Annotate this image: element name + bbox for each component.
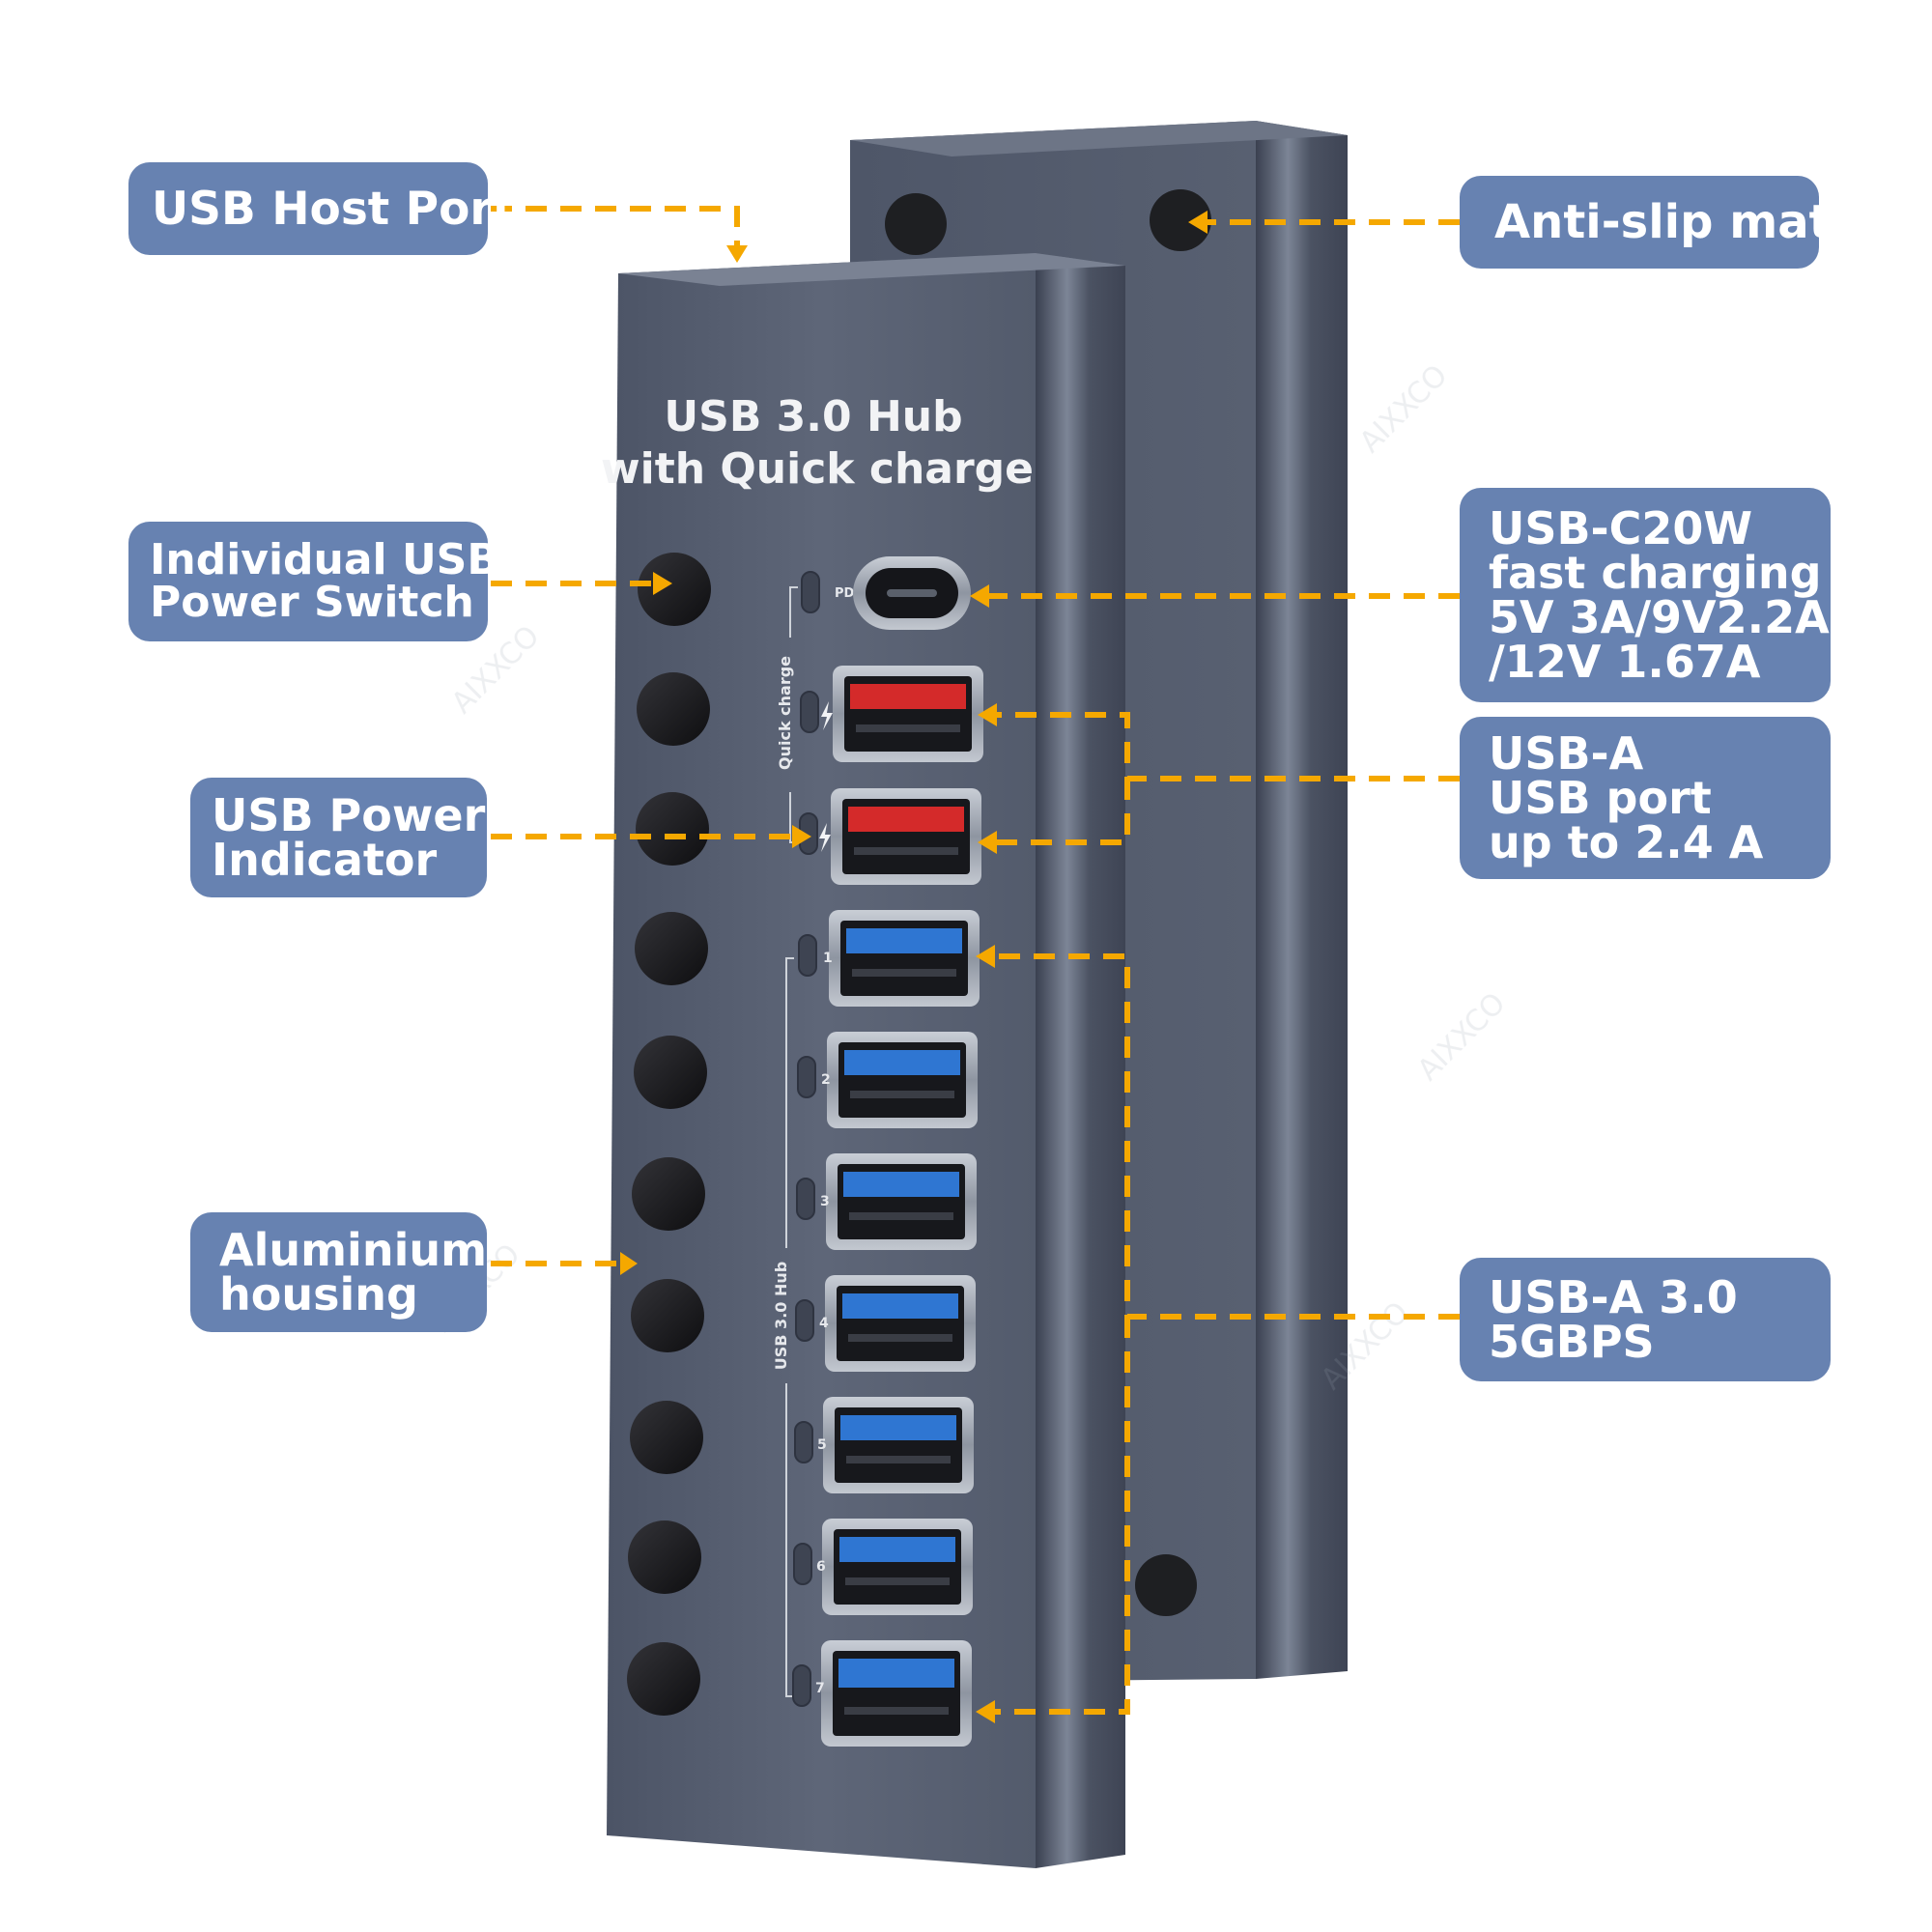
callout-text: USB Host Port xyxy=(152,182,515,236)
power-indicator-led xyxy=(794,1421,813,1463)
port-number: 4 xyxy=(819,1316,829,1331)
callout-usb-host-port: USB Host Port xyxy=(128,162,515,255)
callout-text: 5GBPS xyxy=(1489,1316,1655,1368)
callout-text: USB-A 3.0 xyxy=(1489,1271,1738,1323)
port-number: 3 xyxy=(820,1194,830,1209)
watermark: AIXXCO xyxy=(1411,986,1513,1088)
power-indicator-led xyxy=(797,1056,816,1098)
power-indicator-led xyxy=(792,1664,811,1707)
quick-charge-port[interactable] xyxy=(831,788,981,885)
lightning-icon xyxy=(821,701,833,730)
power-indicator-led xyxy=(801,571,820,613)
hub-title-line2: with Quick charge xyxy=(601,444,1034,494)
hub-title-line1: USB 3.0 Hub xyxy=(664,392,962,441)
usb3-port-1[interactable] xyxy=(829,910,980,1007)
power-switch-button[interactable] xyxy=(636,792,709,866)
usb3-port-4[interactable] xyxy=(825,1275,976,1372)
callout-aluminium-housing: Aluminium housing xyxy=(190,1212,487,1332)
power-indicator-column xyxy=(792,571,820,1707)
usb3-port-7[interactable] xyxy=(821,1640,972,1747)
watermark: AIXXCO xyxy=(1353,358,1455,460)
power-switch-button[interactable] xyxy=(632,1157,705,1231)
usb3-port-5[interactable] xyxy=(823,1397,974,1493)
callout-usb-power-indicator: USB Power Indicator xyxy=(190,778,487,897)
callout-text: USB Power xyxy=(212,789,486,841)
power-switch-button[interactable] xyxy=(635,912,708,985)
port-number: 7 xyxy=(815,1681,825,1696)
callout-text: Individual USB xyxy=(150,535,499,584)
usb3-port-2[interactable] xyxy=(827,1032,978,1128)
leader-lines xyxy=(491,206,1460,1715)
callout-usb-a-3-0: USB-A 3.0 5GBPS xyxy=(1460,1258,1831,1381)
callout-text: fast charging xyxy=(1489,547,1822,599)
power-indicator-led xyxy=(800,691,819,733)
power-indicator-led xyxy=(793,1543,812,1585)
usb-c-port[interactable] xyxy=(853,556,971,630)
power-indicator-led xyxy=(798,934,817,977)
callout-anti-slip-mat: Anti-slip mat xyxy=(1460,176,1832,269)
port-number: 2 xyxy=(821,1072,831,1088)
callout-text: housing xyxy=(219,1268,418,1321)
callout-text: Power Switch xyxy=(150,578,474,627)
power-switch-button[interactable] xyxy=(630,1401,703,1474)
power-switch-button[interactable] xyxy=(637,672,710,746)
callout-text: Anti-slip mat xyxy=(1494,195,1832,249)
power-indicator-led xyxy=(795,1299,814,1342)
quick-charge-side-label: Quick charge xyxy=(776,656,794,770)
usb3-port-6[interactable] xyxy=(822,1519,973,1615)
callout-text: /12V 1.67A xyxy=(1489,636,1761,688)
callout-text: USB-A xyxy=(1489,727,1644,780)
callout-individual-power-switch: Individual USB Power Switch xyxy=(128,522,499,641)
port-number: 1 xyxy=(823,951,833,966)
usb3-port-3[interactable] xyxy=(826,1153,977,1250)
power-switch-button[interactable] xyxy=(638,553,711,626)
port-number: 6 xyxy=(816,1559,826,1575)
pd-label: PD xyxy=(835,586,855,601)
anti-slip-mat-pad xyxy=(1135,1554,1197,1616)
usb3-hub-side-label: USB 3.0 Hub xyxy=(772,1262,790,1370)
callout-text: Indicator xyxy=(212,834,438,886)
callout-text: up to 2.4 A xyxy=(1489,816,1764,868)
port-number: 5 xyxy=(817,1437,827,1453)
leader-arrowheads xyxy=(620,211,1208,1723)
quick-charge-port[interactable] xyxy=(833,666,983,762)
anti-slip-mat-pad xyxy=(1150,189,1211,251)
power-switch-button[interactable] xyxy=(628,1520,701,1594)
callout-text: USB port xyxy=(1489,772,1712,824)
power-switch-button[interactable] xyxy=(627,1642,700,1716)
power-switch-column xyxy=(627,553,711,1716)
power-switch-button[interactable] xyxy=(631,1279,704,1352)
power-switch-button[interactable] xyxy=(634,1036,707,1109)
callout-text: 5V 3A/9V2.2A xyxy=(1489,591,1830,643)
lightning-icon xyxy=(819,823,831,852)
anti-slip-mat-pad xyxy=(885,193,947,255)
callout-usb-a-charge-port: USB-A USB port up to 2.4 A xyxy=(1460,717,1831,879)
callout-usb-c-fast-charging: USB-C20W fast charging 5V 3A/9V2.2A /12V… xyxy=(1460,488,1831,702)
callout-text: Aluminium xyxy=(219,1224,488,1276)
power-indicator-led xyxy=(796,1178,815,1220)
callout-text: USB-C20W xyxy=(1489,502,1753,554)
